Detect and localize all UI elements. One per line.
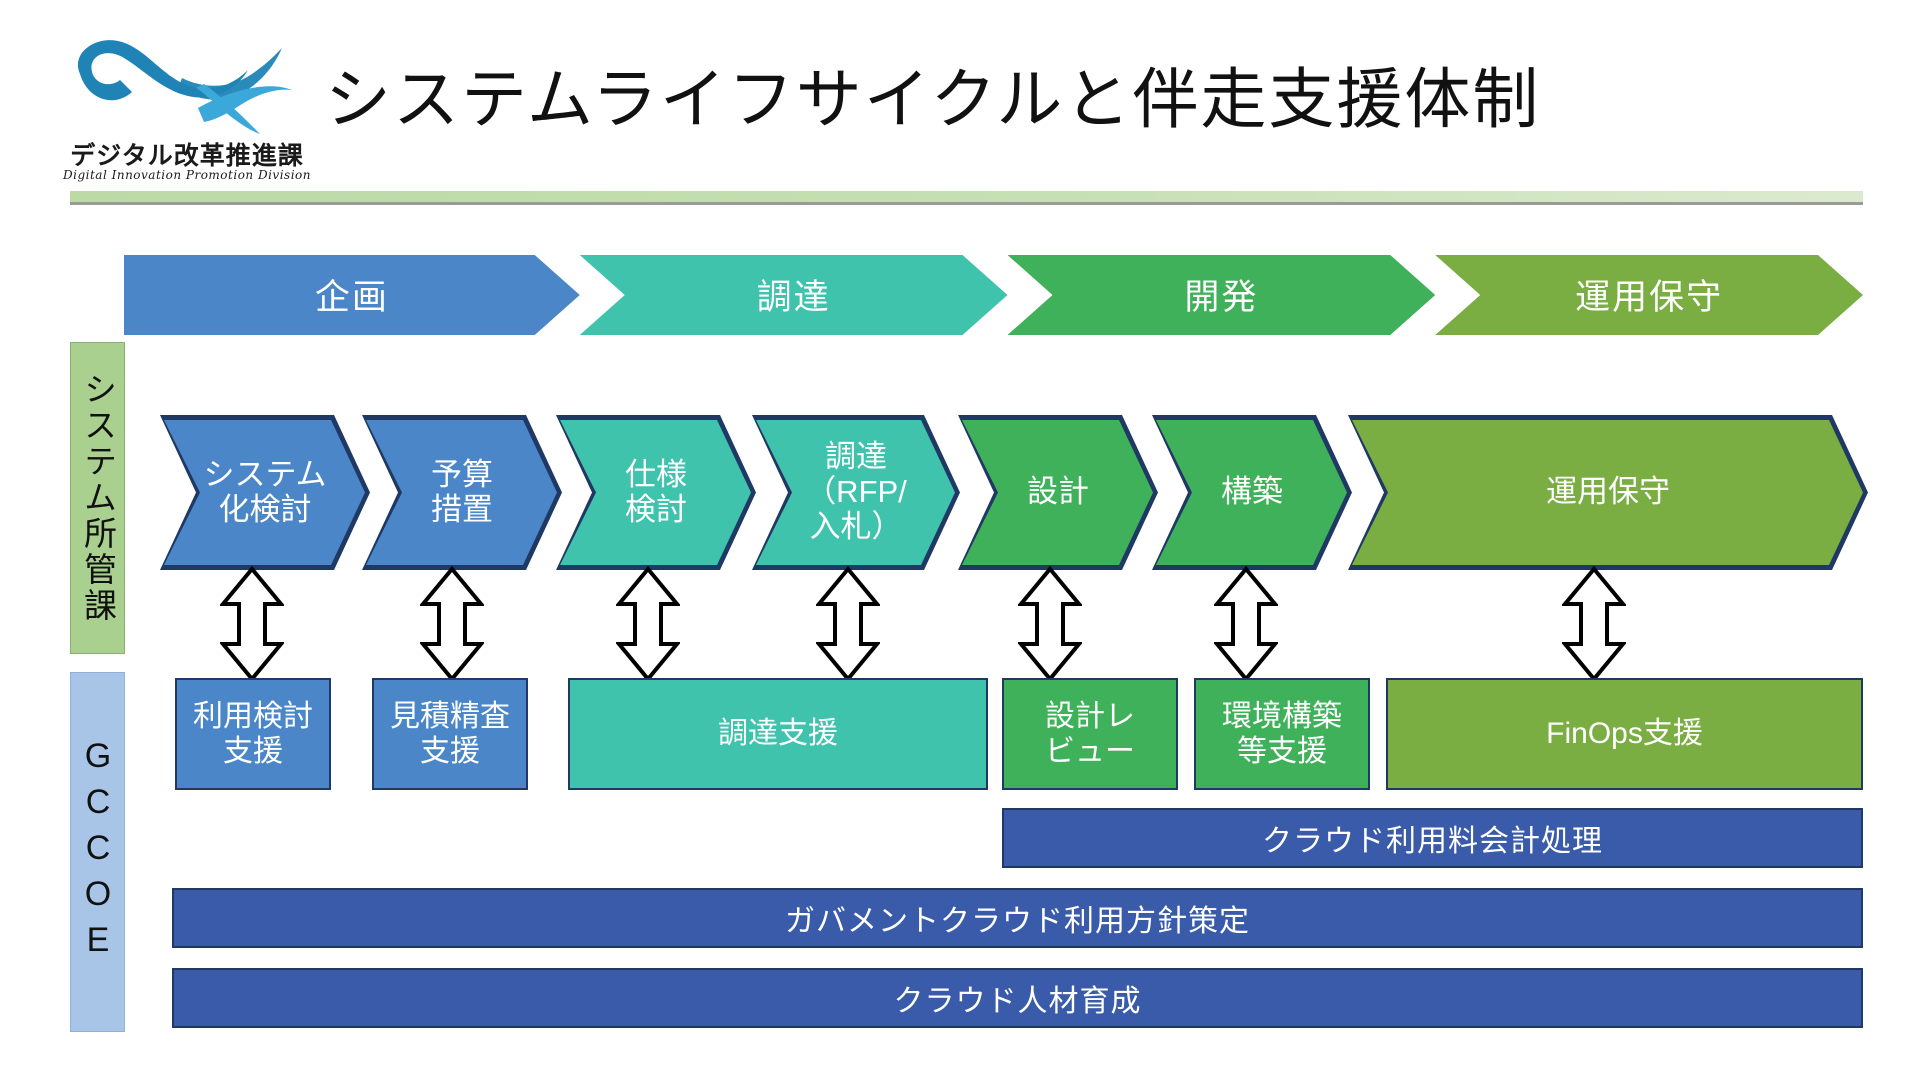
step-chevron-label: 構築 bbox=[1221, 474, 1283, 510]
support-box-2[interactable]: 見積精査支援 bbox=[372, 678, 528, 790]
support-box-1[interactable]: 利用検討支援 bbox=[175, 678, 331, 790]
rail-system-owner-label: システム所管課 bbox=[79, 372, 117, 624]
step-chevron-label: 調達（RFP/入札） bbox=[805, 439, 907, 544]
bottom-bar-2[interactable]: ガバメントクラウド利用方針策定 bbox=[172, 888, 1863, 948]
page-header: デジタル改革推進課 Digital Innovation Promotion D… bbox=[0, 0, 1920, 205]
step-chevron-label: 仕様検討 bbox=[625, 456, 687, 527]
support-box-label: 見積精査支援 bbox=[390, 699, 510, 768]
rail-gccoe: GCCOE bbox=[70, 672, 125, 1032]
page-title: システムライフサイクルと伴走支援体制 bbox=[325, 62, 1541, 136]
step-chevron-2[interactable]: 予算措置 bbox=[362, 415, 562, 570]
step-chevron-label: 予算措置 bbox=[431, 456, 493, 527]
header-divider bbox=[70, 191, 1863, 205]
phase-arrow-1[interactable]: 企画 bbox=[124, 255, 580, 335]
support-box-3[interactable]: 調達支援 bbox=[568, 678, 988, 790]
bottom-bar-label: クラウド利用料会計処理 bbox=[1262, 825, 1603, 858]
step-chevron-1[interactable]: システム化検討 bbox=[160, 415, 370, 570]
bidirectional-arrow-4 bbox=[814, 565, 882, 683]
phase-label: 調達 bbox=[756, 277, 831, 317]
support-box-label: 調達支援 bbox=[718, 717, 838, 751]
phase-arrow-4[interactable]: 運用保守 bbox=[1435, 255, 1863, 335]
organization-logo: デジタル改革推進課 Digital Innovation Promotion D… bbox=[62, 26, 312, 182]
step-chevron-3[interactable]: 仕様検討 bbox=[556, 415, 756, 570]
step-chevron-fill bbox=[1348, 415, 1868, 570]
bidirectional-arrow-1 bbox=[218, 565, 286, 683]
step-chevron-5[interactable]: 設計 bbox=[958, 415, 1158, 570]
bottom-bar-label: ガバメントクラウド利用方針策定 bbox=[785, 905, 1250, 938]
support-box-label: FinOps支援 bbox=[1546, 717, 1703, 751]
support-box-label: 環境構築等支援 bbox=[1222, 699, 1342, 768]
logo-department-name-en: Digital Innovation Promotion Division bbox=[63, 168, 311, 182]
bottom-bar-1[interactable]: クラウド利用料会計処理 bbox=[1002, 808, 1863, 868]
step-chevron-6[interactable]: 構築 bbox=[1152, 415, 1352, 570]
rail-gccoe-label: GCCOE bbox=[79, 737, 117, 967]
phase-label: 運用保守 bbox=[1575, 277, 1724, 317]
phase-arrow-2[interactable]: 調達 bbox=[580, 255, 1008, 335]
support-box-label: 利用検討支援 bbox=[193, 699, 313, 768]
bidirectional-arrow-3 bbox=[614, 565, 682, 683]
support-box-5[interactable]: 環境構築等支援 bbox=[1194, 678, 1370, 790]
bottom-bar-3[interactable]: クラウド人材育成 bbox=[172, 968, 1863, 1028]
bidirectional-arrow-5 bbox=[1016, 565, 1084, 683]
bottom-bar-label: クラウド人材育成 bbox=[893, 985, 1142, 1018]
step-chevron-7[interactable]: 運用保守 bbox=[1348, 415, 1868, 570]
rail-system-owner: システム所管課 bbox=[70, 342, 125, 654]
support-box-4[interactable]: 設計レビュー bbox=[1002, 678, 1178, 790]
step-chevron-4[interactable]: 調達（RFP/入札） bbox=[752, 415, 960, 570]
phase-label: 開発 bbox=[1184, 277, 1259, 317]
step-chevron-label: 設計 bbox=[1027, 474, 1089, 510]
logo-department-name-jp: デジタル改革推進課 bbox=[70, 141, 304, 170]
bidirectional-arrow-6 bbox=[1212, 565, 1280, 683]
bidirectional-arrow-7 bbox=[1560, 565, 1628, 683]
bidirectional-arrow-2 bbox=[418, 565, 486, 683]
support-box-label: 設計レビュー bbox=[1045, 699, 1135, 768]
phase-label: 企画 bbox=[314, 277, 389, 317]
step-chevron-label: システム化検討 bbox=[203, 456, 327, 527]
support-box-6[interactable]: FinOps支援 bbox=[1386, 678, 1863, 790]
step-chevron-label: 運用保守 bbox=[1546, 474, 1670, 510]
infinity-x-logo-icon bbox=[77, 40, 292, 134]
phase-arrow-3[interactable]: 開発 bbox=[1008, 255, 1436, 335]
